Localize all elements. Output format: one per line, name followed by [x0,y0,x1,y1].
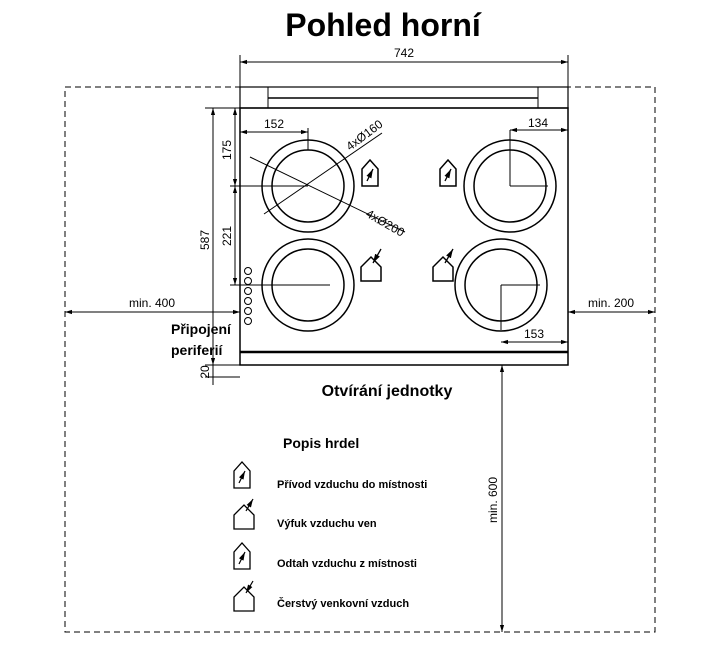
svg-text:Přívod vzduchu do místnosti: Přívod vzduchu do místnosti [277,479,427,491]
legend-item: Čerstvý venkovní vzduch [233,580,409,612]
svg-text:20: 20 [198,365,212,379]
dimension-min-left: min. 400 [65,296,240,315]
clearance-boundary [64,86,656,633]
svg-text:Výfuk vzduchu ven: Výfuk vzduchu ven [277,518,377,530]
dimension-port-offset-bottom-right: 153 [501,327,568,345]
exhaust-air-icon [432,248,454,282]
dimension-min-right: min. 200 [568,296,655,315]
legend-item: Odtah vzduchu z místnosti [233,542,417,570]
dimension-min-front: min. 600 [486,365,505,632]
supply-air-icon [233,461,251,489]
peripheral-label-line2: periferií [171,342,223,358]
dimension-port-offset-left: 152 [240,117,309,150]
legend-item: Výfuk vzduchu ven [233,498,377,530]
dimension-height-total: 587 [198,107,240,366]
dimension-height-top: 175 [220,107,262,187]
legend-title: Popis hrdel [283,435,359,451]
svg-text:153: 153 [524,327,544,341]
unit-top-bar [239,86,569,109]
svg-text:742: 742 [394,46,414,60]
unit-body [239,107,569,366]
peripheral-label-line1: Připojení [171,321,232,337]
svg-text:Odtah vzduchu z místnosti: Odtah vzduchu z místnosti [277,558,417,570]
dimension-total-width: 742 [239,46,569,108]
peripheral-connectors [244,267,252,325]
extract-air-icon [439,158,457,187]
fresh-air-icon [360,248,382,282]
page-title: Pohled horní [285,7,482,43]
svg-text:134: 134 [528,116,548,130]
svg-text:min. 600: min. 600 [486,477,500,523]
svg-text:221: 221 [220,226,234,246]
legend-item: Přívod vzduchu do místnosti [233,461,427,491]
svg-text:Čerstvý venkovní vzduch: Čerstvý venkovní vzduch [277,597,409,610]
fresh-air-icon [233,580,255,612]
dimension-port-offset-right: 134 [510,116,568,133]
unit-opening-label: Otvírání jednotky [322,383,453,400]
svg-text:152: 152 [264,117,284,131]
dimension-small-offset: 20 [198,365,240,385]
port-center-lines [268,130,548,330]
svg-text:min. 200: min. 200 [588,296,634,310]
diameter-leaders: 4xØ160 4xØ200 [235,117,407,240]
svg-text:175: 175 [220,140,234,160]
supply-air-icon [361,158,379,187]
exhaust-air-icon [233,498,255,530]
extract-air-icon [233,542,251,570]
svg-text:min. 400: min. 400 [129,296,175,310]
dimension-height-mid: 221 [220,186,268,286]
dimension-port-large: 4xØ200 [364,206,408,239]
svg-text:587: 587 [198,230,212,250]
